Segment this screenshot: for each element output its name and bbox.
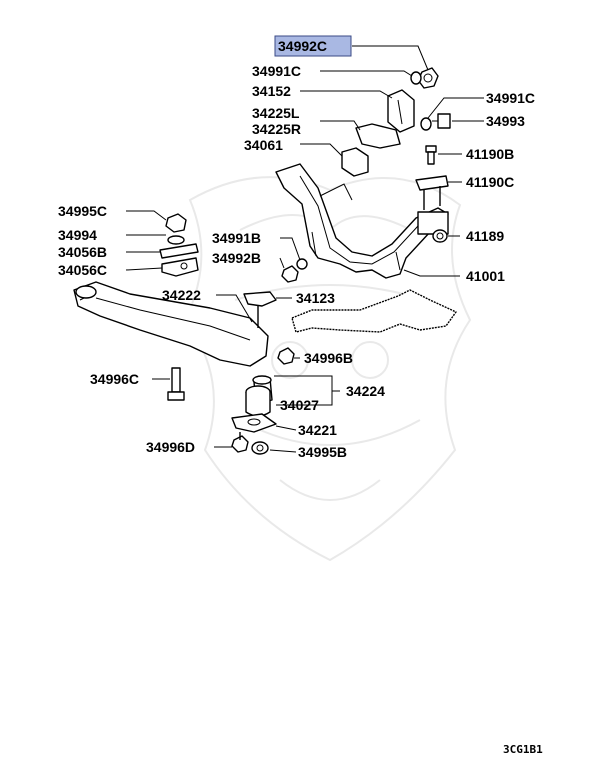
- label-34995B[interactable]: 34995B: [298, 444, 347, 460]
- nut-34992B: [281, 265, 299, 283]
- label-34994[interactable]: 34994: [58, 227, 97, 243]
- label-34992C[interactable]: 34992C: [278, 38, 327, 54]
- label-34221[interactable]: 34221: [298, 422, 337, 438]
- plate-34056C: [161, 257, 199, 277]
- label-34225R[interactable]: 34225R: [252, 121, 301, 137]
- label-34993[interactable]: 34993: [486, 113, 525, 129]
- highlight-box: [274, 35, 352, 57]
- plate-34056B: [159, 243, 199, 259]
- label-34992B[interactable]: 34992B: [212, 250, 261, 266]
- bracket-34123: [243, 291, 277, 328]
- support-loop: [291, 289, 457, 333]
- label-34996B[interactable]: 34996B: [304, 350, 353, 366]
- label-34991C-top[interactable]: 34991C: [252, 63, 301, 79]
- label-34996C[interactable]: 34996C: [90, 371, 139, 387]
- nut-41189: [432, 229, 448, 243]
- label-34056B[interactable]: 34056B: [58, 244, 107, 260]
- label-34996D[interactable]: 34996D: [146, 439, 195, 455]
- label-41189[interactable]: 41189: [466, 228, 504, 244]
- label-34123[interactable]: 34123: [296, 290, 335, 306]
- label-34152[interactable]: 34152: [252, 83, 291, 99]
- label-34991C-right[interactable]: 34991C: [486, 90, 535, 106]
- drawing-code: 3CG1B1: [503, 743, 543, 756]
- nut-34995B: [251, 441, 269, 455]
- label-34222[interactable]: 34222: [162, 287, 201, 303]
- washer-34991C-top: [410, 71, 422, 85]
- plate-34221: [231, 413, 277, 433]
- label-34224[interactable]: 34224: [346, 383, 385, 399]
- washer-34991C-right: [420, 117, 432, 131]
- washer-34994: [167, 235, 185, 245]
- subframe-beam: [73, 281, 269, 367]
- bushing-34027: [245, 385, 271, 417]
- nut-34995C: [165, 213, 187, 233]
- crossmember-41001: [275, 163, 449, 279]
- mount-34061: [341, 147, 369, 177]
- washer-34991B: [296, 258, 308, 270]
- label-34991B[interactable]: 34991B: [212, 230, 261, 246]
- bracket-34225: [355, 123, 401, 149]
- label-41190C[interactable]: 41190C: [466, 174, 514, 190]
- leader-lines: [125, 45, 484, 453]
- label-34225L[interactable]: 34225L: [252, 105, 300, 121]
- bolt-34996D: [231, 432, 249, 453]
- bracket-41190C: [415, 175, 449, 210]
- bracket-34152: [387, 89, 415, 133]
- label-34995C[interactable]: 34995C: [58, 203, 107, 219]
- label-34027[interactable]: 34027: [280, 397, 319, 413]
- label-41190B[interactable]: 41190B: [466, 146, 514, 162]
- bolt-34996B: [277, 347, 295, 365]
- label-34061[interactable]: 34061: [244, 137, 283, 153]
- label-41001[interactable]: 41001: [466, 268, 505, 284]
- label-34056C[interactable]: 34056C: [58, 262, 107, 278]
- bolt-34993: [432, 113, 451, 129]
- bolt-34996C: [167, 367, 185, 401]
- bolt-41190B: [425, 145, 437, 165]
